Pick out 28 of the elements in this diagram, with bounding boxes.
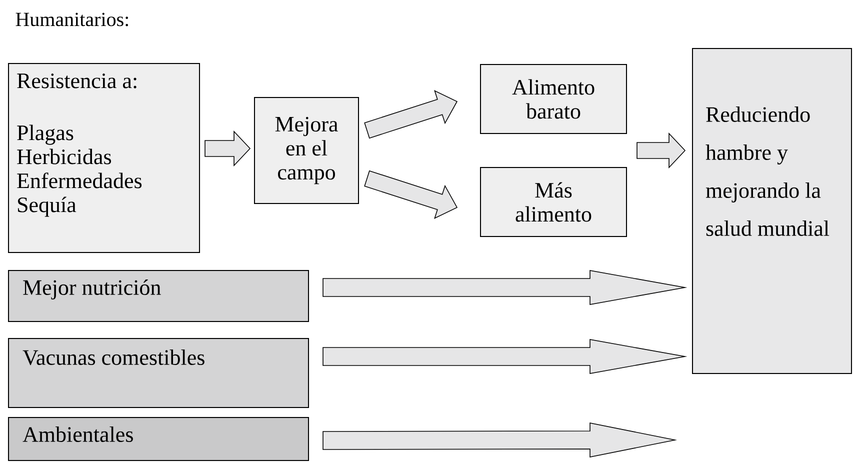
process-box	[692, 48, 852, 374]
title: Humanitarios:	[16, 12, 128, 26]
block-arrow	[204, 130, 251, 166]
process-box	[8, 63, 200, 253]
block-arrow	[322, 270, 688, 305]
process-box	[8, 338, 309, 408]
node-text: Reduciendo hambre y mejorando la salud mundial	[706, 106, 830, 236]
process-box	[8, 417, 309, 461]
node-text: Enfermedades	[17, 172, 142, 188]
node-text: Alimento barato	[512, 79, 594, 119]
node-text: Ambientales	[22, 426, 133, 442]
block-arrow	[322, 422, 678, 458]
block-arrow	[364, 90, 458, 139]
node-text: Mejora en el campo	[275, 116, 338, 184]
block-arrow	[364, 170, 458, 219]
node-text: Más alimento	[516, 182, 592, 222]
node-text: Herbicidas	[17, 148, 112, 164]
node-text: Mejor nutrición	[23, 279, 161, 300]
process-box	[8, 270, 309, 322]
block-arrow	[322, 339, 688, 374]
process-box	[254, 97, 359, 204]
process-box	[480, 167, 627, 237]
node-text: Vacunas comestibles	[22, 350, 204, 366]
node-text: Sequía	[18, 196, 76, 217]
process-box	[480, 64, 627, 134]
block-arrow	[636, 132, 686, 168]
node-text: Plagas	[17, 124, 74, 145]
node-text: Resistencia a:	[17, 74, 136, 88]
